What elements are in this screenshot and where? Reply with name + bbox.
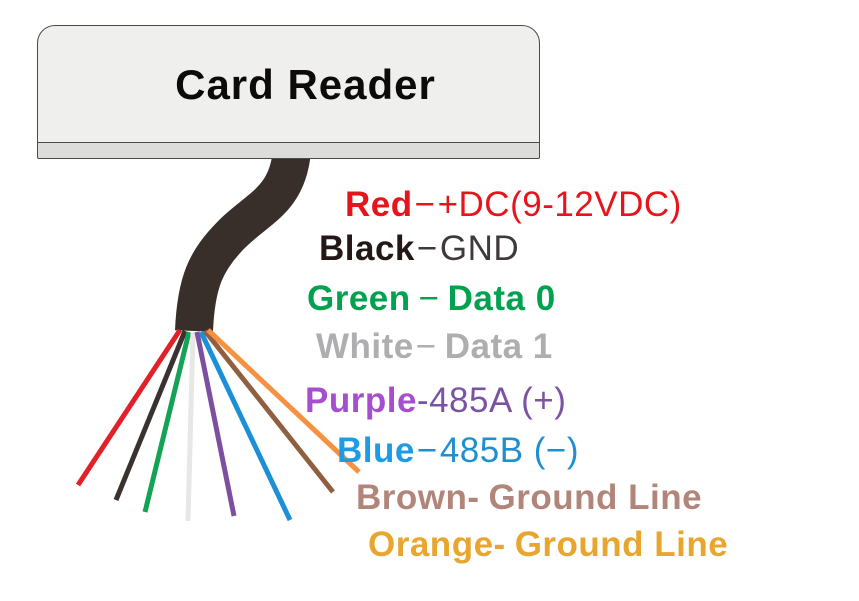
- wire-label-orange: Orange-Ground Line: [368, 527, 728, 562]
- card-reader-box: Card Reader: [36, 25, 540, 159]
- wire-function-green: Data 0: [447, 279, 556, 318]
- wire-red: [75, 328, 183, 487]
- wire-separator: -: [416, 381, 430, 420]
- wire-purple: [194, 331, 237, 517]
- wire-function-orange: Ground Line: [514, 525, 729, 564]
- wire-function-black: GND: [439, 229, 520, 268]
- wire-orange: [206, 328, 361, 474]
- cable: [175, 147, 311, 332]
- wire-name-red: Red: [345, 185, 413, 224]
- wire-label-brown: Brown-Ground Line: [356, 480, 702, 515]
- wire-white: [185, 331, 196, 522]
- wire-separator: −: [414, 185, 436, 224]
- wire-function-blue: 485B (−): [439, 431, 580, 470]
- wire-label-white: White−Data 1: [316, 329, 553, 364]
- wire-name-white: White: [316, 327, 414, 366]
- wire-black: [113, 330, 188, 501]
- wire-separator: −: [418, 279, 440, 318]
- wire-function-white: Data 1: [444, 327, 553, 366]
- wire-name-black: Black: [319, 229, 415, 268]
- card-reader-title: Card Reader: [175, 60, 436, 108]
- wire-separator: −: [416, 431, 438, 470]
- wire-blue: [198, 330, 293, 522]
- wire-brown: [203, 329, 335, 494]
- wire-label-blue: Blue−485B (−): [337, 433, 579, 468]
- wire-green: [142, 331, 192, 513]
- wire-separator: −: [416, 229, 438, 268]
- wire-separator: −: [415, 327, 437, 366]
- card-reader-base-strip: [36, 141, 540, 159]
- wire-function-purple: 485A (+): [429, 381, 567, 420]
- wire-name-purple: Purple: [305, 381, 417, 420]
- wire-name-orange: Orange-: [368, 525, 506, 564]
- wire-function-red: +DC(9-12VDC): [437, 185, 682, 224]
- wire-name-blue: Blue: [337, 431, 415, 470]
- wire-label-red: Red−+DC(9-12VDC): [345, 187, 682, 222]
- wire-label-black: Black−GND: [319, 231, 519, 266]
- wire-function-brown: Ground Line: [488, 478, 703, 517]
- wire-label-purple: Purple-485A (+): [305, 383, 566, 418]
- wire-name-green: Green: [307, 279, 411, 318]
- wire-label-green: Green−Data 0: [307, 281, 556, 316]
- wire-name-brown: Brown-: [356, 478, 480, 517]
